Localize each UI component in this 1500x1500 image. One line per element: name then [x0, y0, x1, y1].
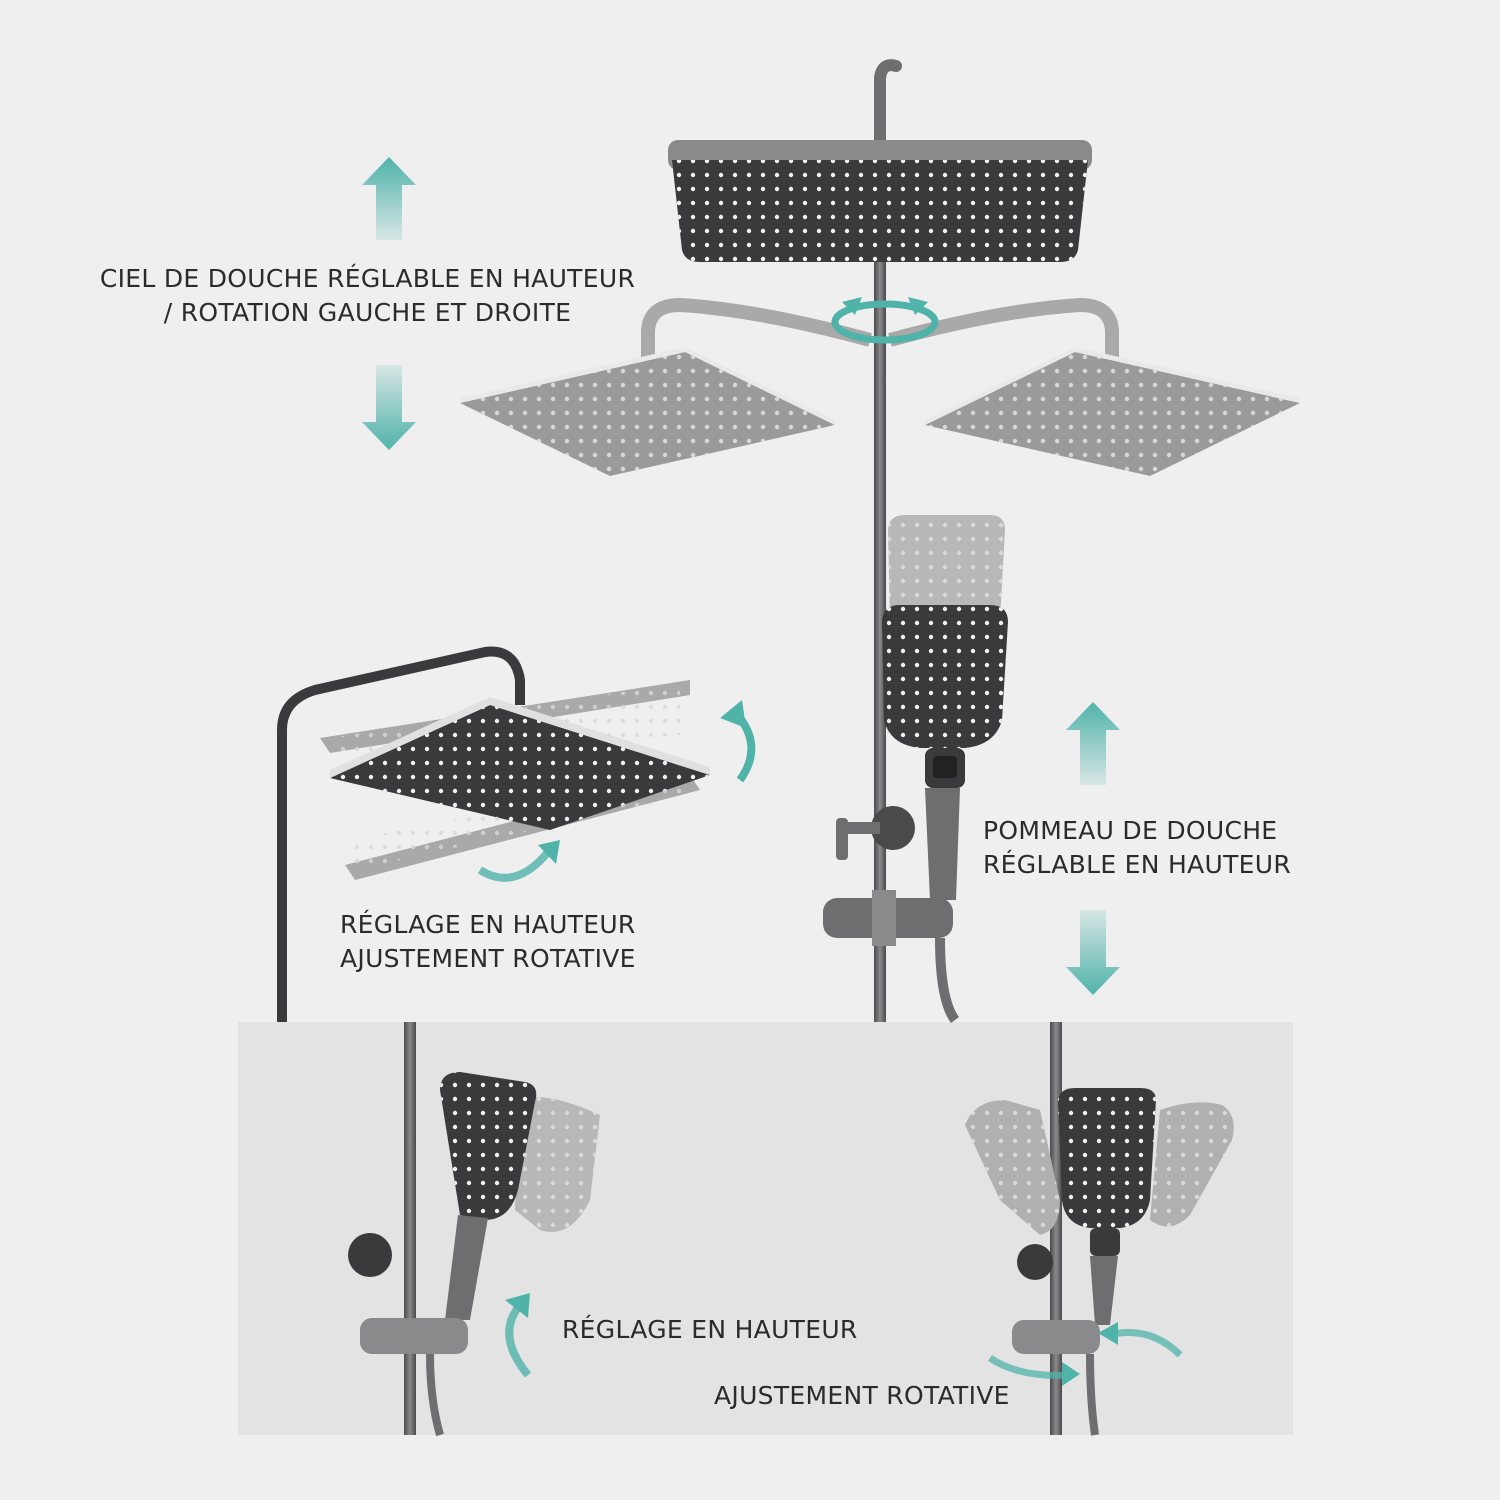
inset-right-shower	[965, 1022, 1234, 1436]
ghost-hand-shower-upper	[888, 515, 1005, 620]
ghost-rain-head-left	[460, 297, 872, 476]
label-line: / ROTATION GAUCHE ET DROITE	[163, 298, 572, 327]
arrow-down-icon	[1066, 910, 1120, 995]
curved-arrow-icon	[477, 840, 560, 882]
tilt-arm	[277, 646, 525, 1022]
label-tilt-head: RÉGLAGE EN HAUTEUR AJUSTEMENT ROTATIVE	[340, 908, 636, 976]
curved-arrow-icon	[505, 1293, 532, 1378]
arrow-up-icon	[362, 157, 416, 240]
label-line: CIEL DE DOUCHE RÉGLABLE EN HAUTEUR	[99, 264, 636, 293]
label-line: AJUSTEMENT ROTATIVE	[340, 944, 636, 973]
label-hand-shower: POMMEAU DE DOUCHE RÉGLABLE EN HAUTEUR	[983, 814, 1291, 882]
arrow-up-icon	[1066, 702, 1120, 785]
label-line: RÉGLABLE EN HAUTEUR	[983, 850, 1292, 879]
ghost-rain-head-right	[888, 297, 1300, 476]
label-line: POMMEAU DE DOUCHE	[983, 816, 1278, 845]
label-height-adjust: RÉGLAGE EN HAUTEUR	[562, 1315, 858, 1344]
rain-shower-head	[668, 140, 1092, 262]
bottom-inset-panel	[238, 1022, 1293, 1435]
hose-holder	[823, 890, 960, 1023]
label-rain-head-top: CIEL DE DOUCHE RÉGLABLE EN HAUTEUR / ROT…	[95, 262, 640, 330]
hand-shower	[882, 605, 1008, 900]
label-line: RÉGLAGE EN HAUTEUR	[340, 910, 636, 939]
tilt-arrow-icon	[720, 700, 756, 783]
label-rotation-adjust: AJUSTEMENT ROTATIVE	[714, 1381, 1010, 1410]
arrow-down-icon	[362, 365, 416, 450]
rotate-left-right-icon	[831, 297, 939, 344]
rotate-left-right-icon	[988, 1322, 1183, 1386]
inset-left-shower	[348, 1022, 600, 1437]
tilt-rain-head	[330, 697, 710, 830]
diverter-valve	[836, 806, 915, 860]
